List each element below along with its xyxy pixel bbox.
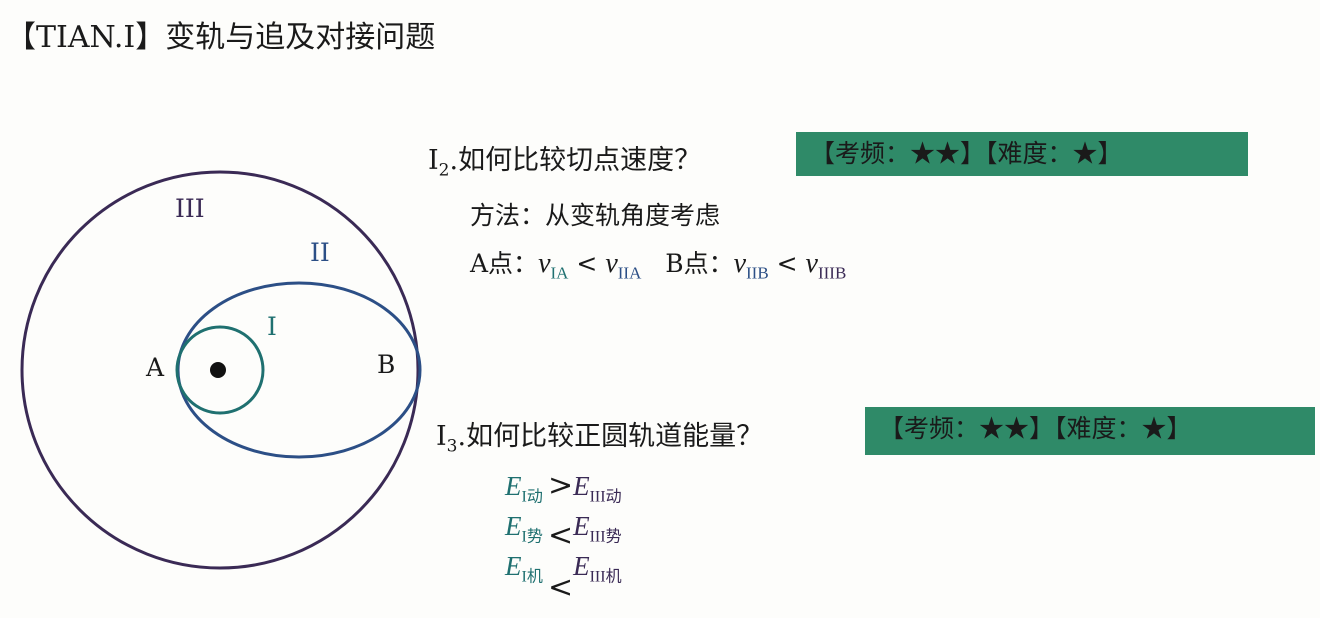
orbit-I [175,325,265,415]
energy-row: EI动 >EIII动 [505,468,622,506]
label-point-A: A [146,353,165,382]
page-title: 【TIAN.I】变轨与追及对接问题 [6,20,436,55]
question-3-title: I3.如何比较正圆轨道能量？ [436,421,764,457]
energy-row: EI机 <EIII机 [505,551,622,605]
orbit-diagram [20,170,422,570]
question-2-title: I2.如何比较切点速度？ [428,145,702,181]
label-orbit-II: II [310,238,330,267]
velocity-comparison: A点：vIA < vIIA B点：vIIB < vIIIB [470,248,847,283]
orbit-III [20,170,420,570]
planet-dot [210,362,226,378]
label-orbit-III: III [175,194,205,223]
label-orbit-I: I [267,312,277,341]
question-2-badge: 【考频：★★】【难度：★】 [796,132,1248,176]
question-3-badge: 【考频：★★】【难度：★】 [865,407,1315,455]
label-point-B: B [377,350,396,379]
energy-row: EI势 <EIII势 [505,511,622,553]
method-text: 方法：从变轨角度考虑 [470,201,721,230]
